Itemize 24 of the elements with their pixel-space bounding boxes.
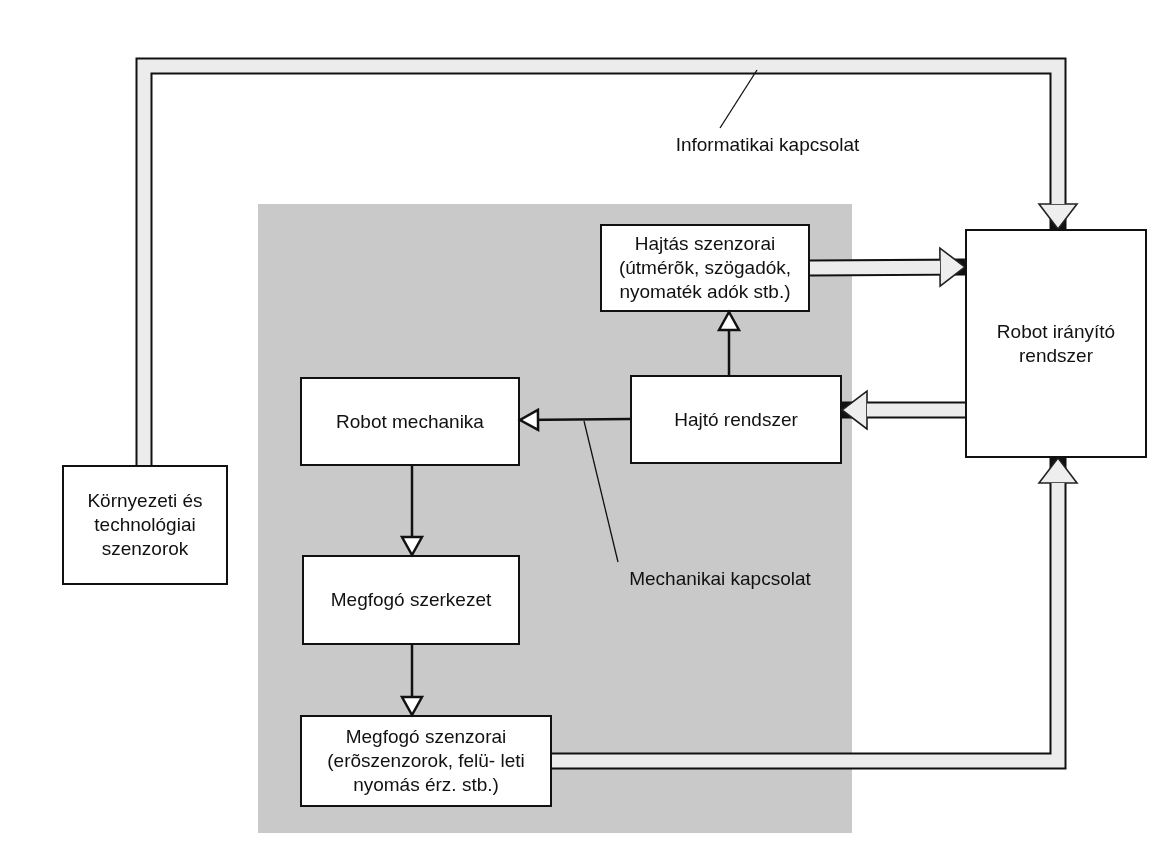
callout-label: Mechanikai kapcsolat <box>629 567 811 591</box>
box-title: Megfogó szenzorai (erõszenzorok, felü- leti nyomás érz. stb.) <box>326 725 526 797</box>
process-box <box>965 229 1147 458</box>
process-box <box>302 555 520 645</box>
shaded-panel <box>258 204 852 833</box>
arrow <box>717 310 741 375</box>
arrow <box>400 466 424 557</box>
process-box <box>630 375 842 464</box>
box-title: Megfogó szerkezet <box>330 588 492 612</box>
box-title: Robot mechanika <box>336 409 484 434</box>
arrow <box>400 645 424 717</box>
box-title: Robot irányító rendszer <box>995 319 1117 368</box>
process-box <box>62 465 228 585</box>
process-box <box>300 715 552 807</box>
box-title: Környezeti és technológiai szenzorok <box>86 489 204 561</box>
leader-line <box>583 420 619 563</box>
box-text: (útmérõk, szögadók, nyomaték adók stb.) <box>617 256 793 304</box>
leader-line <box>719 69 758 129</box>
box-title: Hajtó rendszer <box>674 407 798 432</box>
callout-label: Informatikai kapcsolat <box>675 133 860 157</box>
arrow <box>518 408 630 432</box>
box-title: Hajtás szenzorai <box>634 232 776 257</box>
process-box <box>300 377 520 466</box>
process-box <box>600 224 810 312</box>
